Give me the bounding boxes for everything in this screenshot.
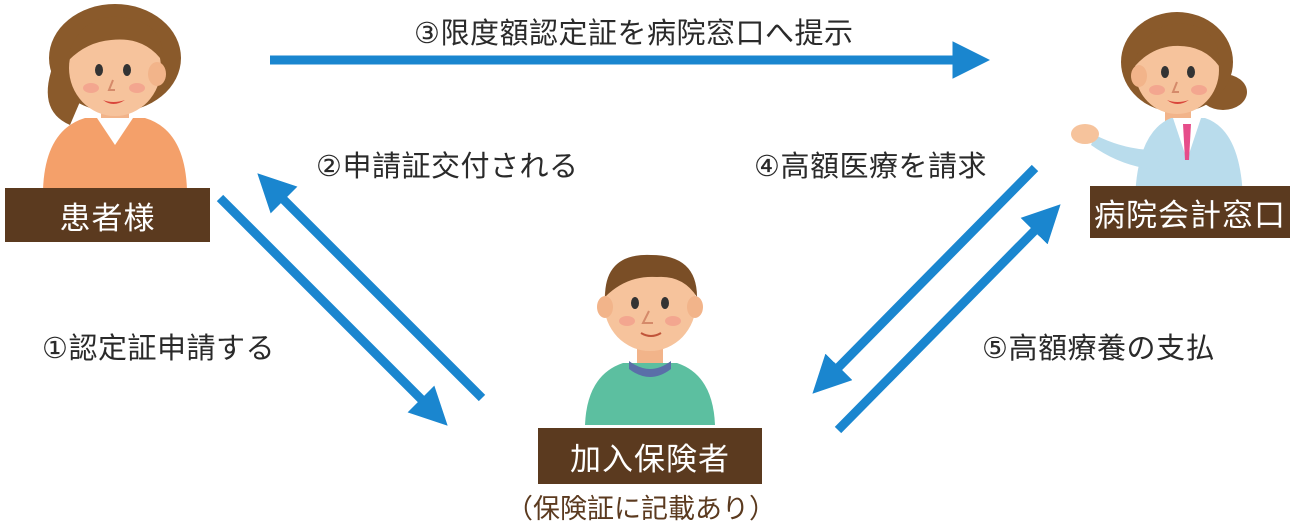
step1-label: ①認定証申請する xyxy=(42,331,275,365)
step4-label: ④高額医療を請求 xyxy=(754,149,987,183)
arrow-step5 xyxy=(834,204,1061,434)
receptionist-icon xyxy=(1071,12,1247,200)
arrow-step4 xyxy=(812,164,1039,394)
arrow-step2 xyxy=(257,173,486,402)
insurer-label: 加入保険者 xyxy=(538,428,762,484)
woman-patient-icon xyxy=(43,4,187,190)
step5-label: ⑤高額療養の支払 xyxy=(982,331,1215,365)
hospital-label: 病院会計窓口 xyxy=(1090,186,1290,238)
arrow-step1 xyxy=(216,194,448,426)
step2-label: ②申請証交付される xyxy=(316,149,579,183)
patient-label: 患者様 xyxy=(5,188,210,242)
step3-label: ③限度額認定証を病院窓口へ提示 xyxy=(414,16,854,50)
man-insurer-icon xyxy=(585,254,715,425)
insurer-note: （保険証に記載あり） xyxy=(506,494,776,525)
